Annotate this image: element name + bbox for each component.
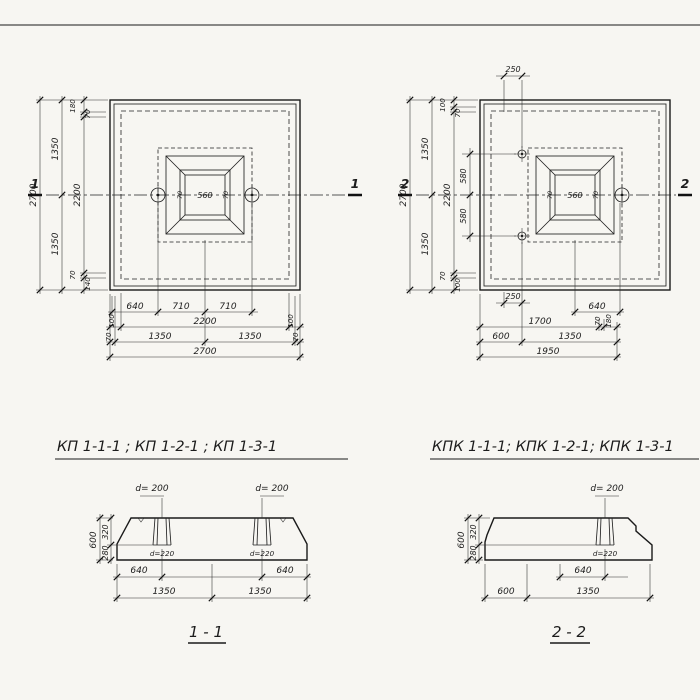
- dim-100-right: 100: [286, 314, 295, 328]
- dim-70-h: 70: [593, 316, 602, 326]
- section-1-ticks: [96, 514, 311, 602]
- dim-2200-v: 2200: [73, 183, 83, 206]
- dim-640: 640: [588, 302, 605, 312]
- dim-250-top: 250: [505, 65, 520, 74]
- dim-d200-right: d= 200: [255, 484, 289, 494]
- dim-600-h: 600: [497, 587, 514, 597]
- dim-640-left: 640: [130, 566, 147, 576]
- dim-100-left: 100: [107, 314, 116, 328]
- dim-1350-v-bot: 1350: [421, 232, 431, 255]
- dim-1350-h: 1350: [577, 587, 600, 597]
- plan-right-dim-lines: [406, 72, 624, 361]
- dim-70-bot: 70: [68, 270, 77, 280]
- dim-cup-560: 560: [567, 191, 582, 200]
- section-2-dim-text: d= 200 600 320 280 d=220 640 600 1350 2 …: [457, 484, 624, 644]
- dim-1350-h: 1350: [559, 332, 582, 342]
- plan-left: 1 1 2700 1350 1350 180 70 2200 7: [28, 96, 362, 361]
- dim-70-bot: 70: [438, 271, 447, 281]
- dim-280-v: 280: [101, 545, 110, 560]
- section-1-title: КП 1-1-1 ; КП 1-2-1 ; КП 1-3-1: [57, 439, 277, 455]
- dim-320-v: 320: [101, 524, 110, 539]
- dim-640: 640: [574, 566, 591, 576]
- dim-140-bot: 140: [83, 277, 92, 291]
- dim-180-h: 180: [604, 314, 613, 328]
- dim-70-top: 70: [83, 109, 92, 119]
- dim-2700-v: 2700: [29, 183, 39, 206]
- dim-580-bottom: 580: [459, 208, 468, 223]
- plan-left-dim-text: 2700 1350 1350 180 70 2200 70 140 640 71…: [29, 99, 300, 357]
- dim-d200: d= 200: [590, 484, 624, 494]
- dim-320-v: 320: [469, 524, 478, 539]
- dim-710-right: 710: [219, 302, 236, 312]
- dim-cup-70-left: 70: [546, 191, 554, 199]
- section-1-1: КП 1-1-1 ; КП 1-2-1 ; КП 1-3-1 d= 200 d=…: [55, 439, 348, 644]
- dim-2700-h: 2700: [194, 347, 217, 357]
- section-cut-label-1-right: 1: [351, 176, 360, 191]
- section-2-ticks: [464, 514, 654, 602]
- dim-1350-right: 1350: [249, 587, 272, 597]
- dim-600-h: 600: [492, 332, 509, 342]
- section-1-mark: 1 - 1: [189, 623, 223, 641]
- dim-d220: d=220: [593, 549, 618, 558]
- section-2-mark: 2 - 2: [552, 623, 586, 641]
- dim-1950-h: 1950: [537, 347, 560, 357]
- plan-right-axis: 2 2: [398, 176, 692, 197]
- dim-1350-h-left: 1350: [149, 332, 172, 342]
- dim-100-bot: 100: [453, 278, 462, 292]
- dim-1350-v-top: 1350: [421, 137, 431, 160]
- dim-600-v: 600: [457, 531, 467, 548]
- dim-180-top: 180: [68, 99, 77, 113]
- dim-d220-right: d=220: [250, 549, 275, 558]
- dim-d200-left: d= 200: [135, 484, 169, 494]
- dim-710-left: 710: [172, 302, 189, 312]
- dim-250-bottom: 250: [505, 292, 520, 301]
- plan-right-ticks: [406, 72, 624, 361]
- dim-580-top: 580: [459, 168, 468, 183]
- section-2-dim-lines: [464, 495, 654, 602]
- section-2-title: КПК 1-1-1; КПК 1-2-1; КПК 1-3-1: [432, 439, 674, 455]
- dim-2200-v: 2200: [443, 183, 453, 206]
- dim-70-h-right: 70: [291, 332, 300, 342]
- plan-left-ticks: [36, 96, 304, 361]
- section-1-dim-lines: [96, 495, 311, 602]
- plan-left-axis: 1 1: [28, 176, 362, 197]
- section-cut-label-1-left: 1: [31, 176, 40, 191]
- section-cut-label-2-left: 2: [401, 176, 410, 191]
- dim-d220-left: d=220: [150, 549, 175, 558]
- dim-cup-70-right: 70: [222, 191, 230, 199]
- dim-2700-v: 2700: [399, 183, 409, 206]
- dim-1350-v-bot: 1350: [51, 232, 61, 255]
- plan-left-dim-lines: [36, 96, 304, 361]
- dim-1350-v-top: 1350: [51, 137, 61, 160]
- dim-1350-h-right: 1350: [239, 332, 262, 342]
- dim-1350-left: 1350: [153, 587, 176, 597]
- section-1-dim-text: d= 200 d= 200 600 320 280 d=220 d=220 64…: [89, 484, 294, 644]
- dim-cup-560: 560: [197, 191, 212, 200]
- section-1-outline: [116, 517, 308, 561]
- dim-280-v: 280: [469, 545, 478, 560]
- dim-cup-70-left: 70: [176, 191, 184, 199]
- plan-right-dim-text: 250 250 2700 1350 1350 100 70 2200 580 5…: [399, 65, 613, 357]
- dim-cup-70-right: 70: [592, 191, 600, 199]
- section-2-2: КПК 1-1-1; КПК 1-2-1; КПК 1-3-1 d= 200 6…: [430, 439, 699, 644]
- dim-640-right: 640: [276, 566, 293, 576]
- dim-1700: 1700: [529, 317, 552, 327]
- dim-100-top: 100: [438, 98, 447, 112]
- section-2-outline: [484, 517, 653, 561]
- dim-2200-h: 2200: [194, 317, 217, 327]
- dim-640: 640: [126, 302, 143, 312]
- dim-70-h-left: 70: [104, 332, 113, 342]
- dim-70-top: 70: [453, 108, 462, 118]
- plan-right: 2 2 250 250 2700 1350: [398, 65, 692, 361]
- dim-600-v: 600: [89, 531, 99, 548]
- section-cut-label-2-right: 2: [681, 176, 690, 191]
